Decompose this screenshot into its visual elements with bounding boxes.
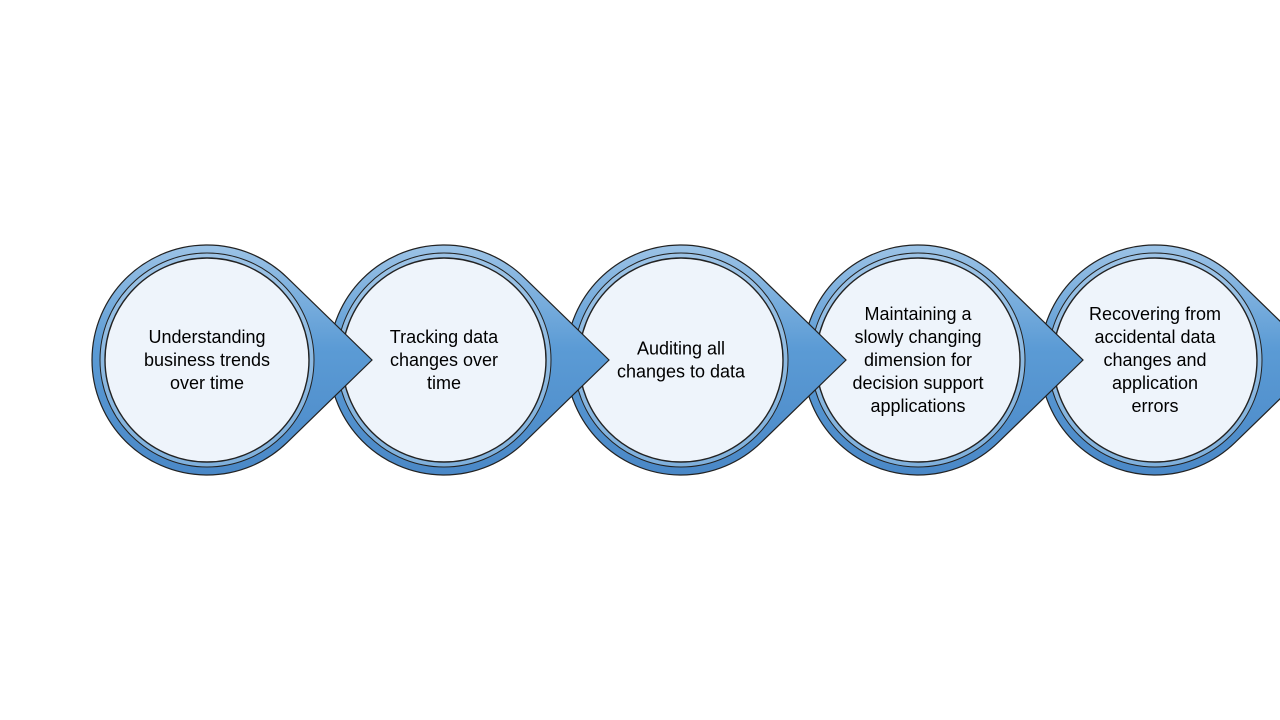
step-label-line: Auditing all — [637, 339, 725, 359]
step-auditing-all-changes: Auditing all changes to data — [565, 244, 847, 476]
step-understanding-business-trends: Understanding business trends over time — [91, 244, 373, 476]
step-tracking-data-changes: Tracking data changes over time — [328, 244, 610, 476]
step-label: Maintaining a slowly changing dimension fo… — [852, 304, 983, 416]
step-label-line: time — [427, 373, 461, 393]
step-label: Understanding business trends over time — [144, 327, 270, 393]
step-circle — [104, 257, 310, 463]
step-label-line: slowly changing — [854, 327, 981, 347]
step-label-line: changes over — [390, 350, 498, 370]
step-label-line: changes to data — [617, 362, 746, 382]
step-label-line: Tracking data — [390, 327, 499, 347]
step-label-line: errors — [1131, 396, 1178, 416]
step-label-line: changes and — [1103, 350, 1206, 370]
step-label-line: applications — [870, 396, 965, 416]
step-label-line: dimension for — [864, 350, 972, 370]
step-label-line: over time — [170, 373, 244, 393]
step-label-line: Maintaining a — [864, 304, 972, 324]
step-label-line: Recovering from — [1089, 304, 1221, 324]
step-label-line: application — [1112, 373, 1198, 393]
step-label: Auditing all changes to data — [617, 339, 746, 382]
step-label: Recovering from accidental data changes an… — [1089, 304, 1221, 416]
step-label: Tracking data changes over time — [390, 327, 499, 393]
step-recovering-from-accidental-changes: Recovering from accidental data changes an… — [1039, 244, 1280, 476]
step-label-line: business trends — [144, 350, 270, 370]
step-label-line: Understanding — [148, 327, 265, 347]
step-maintaining-slowly-changing-dimension: Maintaining a slowly changing dimension fo… — [802, 244, 1084, 476]
step-label-line: decision support — [852, 373, 983, 393]
step-label-line: accidental data — [1094, 327, 1216, 347]
steps-layer: Recovering from accidental data changes an… — [91, 244, 1280, 476]
